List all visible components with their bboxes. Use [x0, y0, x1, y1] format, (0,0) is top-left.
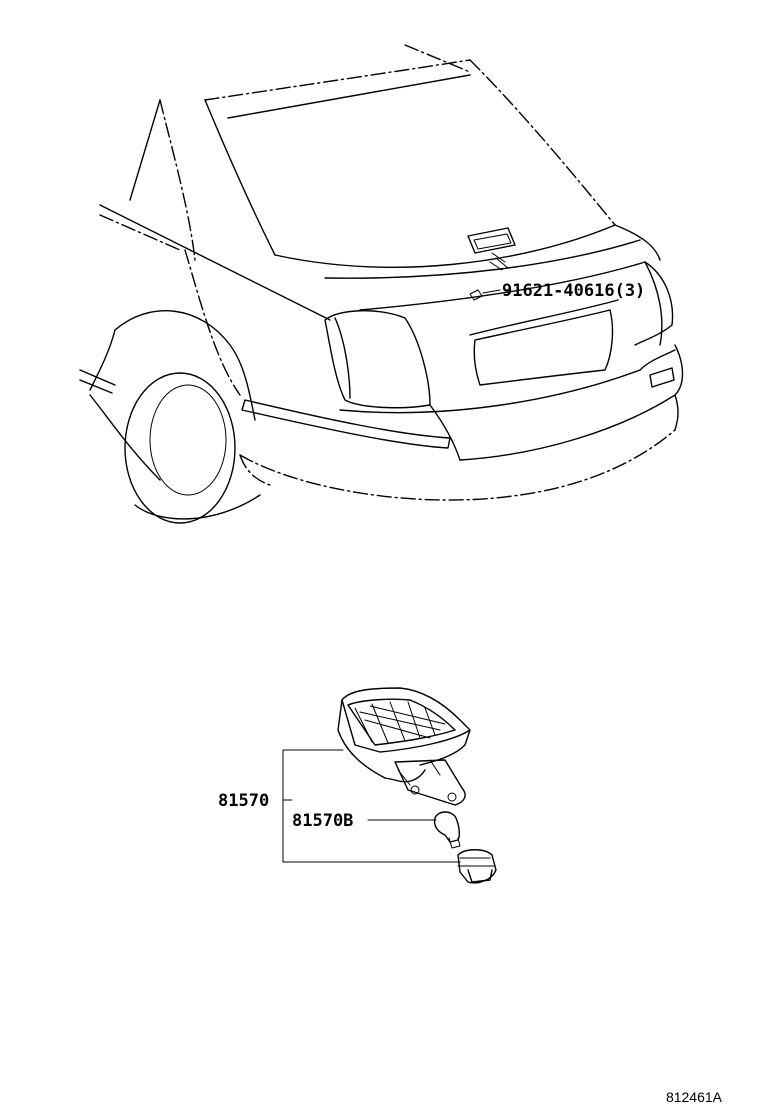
car-rear-outline — [79, 44, 684, 524]
socket-drawing — [457, 849, 497, 884]
figure-code: 812461A — [666, 1089, 723, 1105]
bulb-part-callout: 81570B — [292, 811, 353, 831]
bulb-drawing — [433, 811, 461, 849]
bolt-leader-line — [482, 289, 501, 294]
bolt-part-callout: 91621-40616(3) — [502, 281, 645, 301]
lamp-assembly-part-callout: 81570 — [218, 791, 269, 811]
callout-bracket — [282, 749, 461, 863]
stop-lamp-assembly-drawing — [337, 687, 471, 806]
